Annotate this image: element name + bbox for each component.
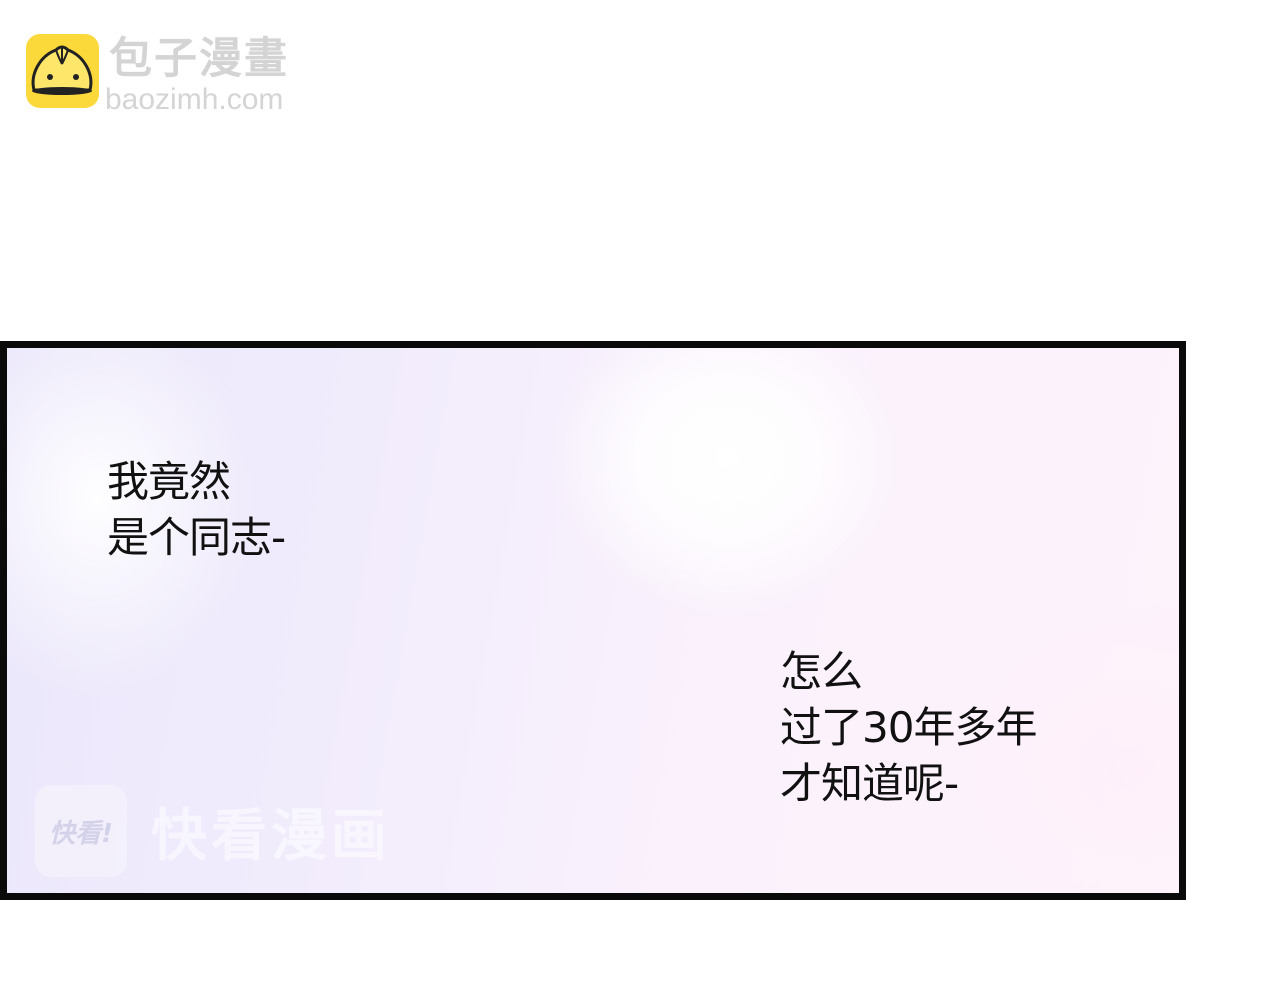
- dialogue-text-1: 我竟然 是个同志-: [107, 457, 286, 562]
- baozimh-watermark: 包子漫畫 baozimh.com: [26, 34, 315, 116]
- comic-panel: 我竟然 是个同志- 怎么 过了30年多年 才知道呢- 快看! 快看漫画: [0, 341, 1186, 900]
- kuaikan-logo-icon: 快看!: [35, 785, 127, 877]
- watermark-url: baozimh.com: [105, 83, 284, 116]
- dialogue-text-2: 怎么 过了30年多年 才知道呢-: [780, 647, 1037, 808]
- kuaikan-watermark: 快看! 快看漫画: [35, 785, 391, 877]
- watermark-title: 包子漫畫: [109, 34, 289, 84]
- kuaikan-watermark-text: 快看漫画: [151, 803, 391, 869]
- bun-mascot-icon: [26, 34, 99, 108]
